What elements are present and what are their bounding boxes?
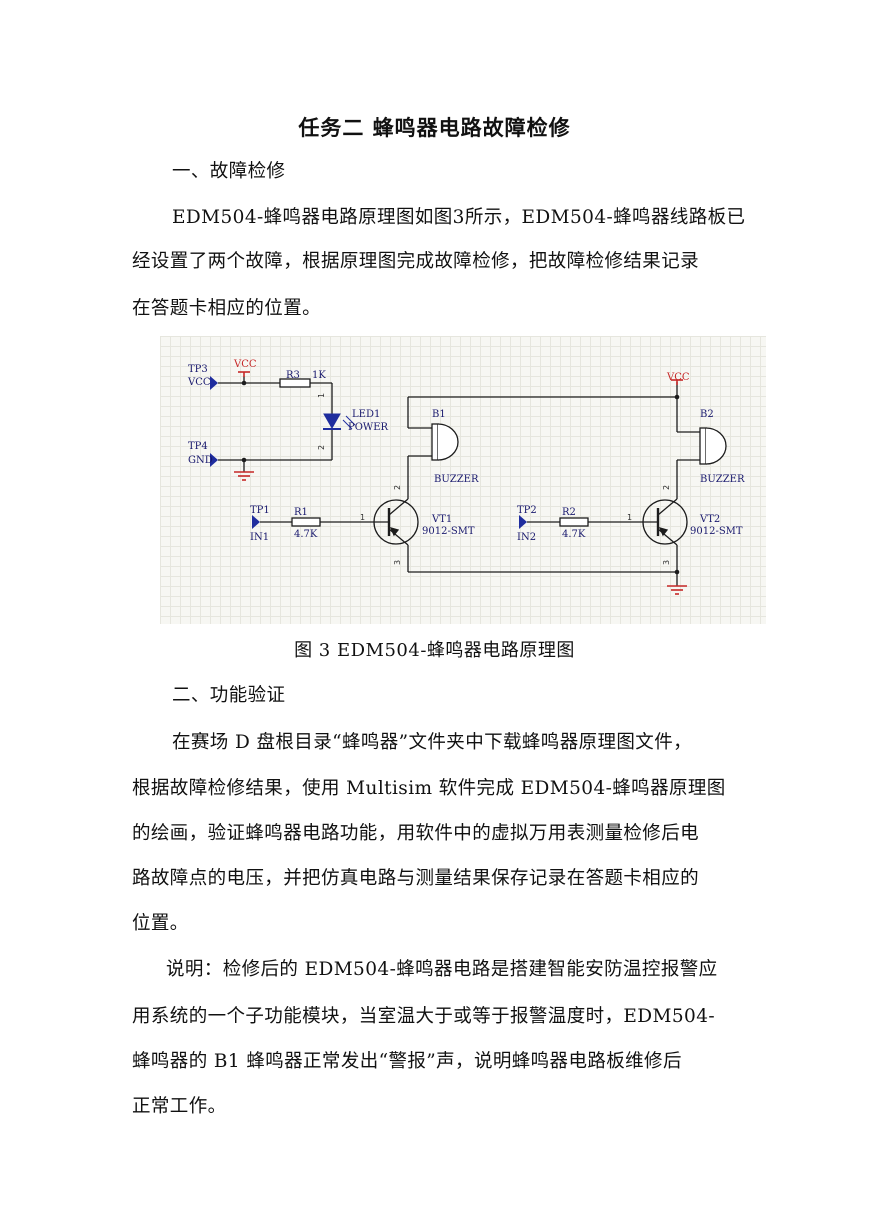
tp4-flag <box>210 453 218 467</box>
b2-label: B2 <box>700 409 714 420</box>
b1-dome <box>437 423 459 461</box>
b1-label: B1 <box>432 409 446 420</box>
r1-value: 4.7K <box>294 529 318 540</box>
section2-heading: 二、功能验证 <box>172 685 286 706</box>
r3-value: 1K <box>312 370 326 381</box>
vt2-type: 9012-SMT <box>690 526 743 537</box>
tp2-net-label: IN2 <box>517 532 536 543</box>
tp3-label: TP3 <box>188 364 208 375</box>
figure-caption: 图 3 EDM504-蜂鸣器电路原理图 <box>294 640 575 661</box>
r1-body <box>291 517 321 527</box>
tp1-label: TP1 <box>250 505 270 516</box>
note-line-1: 说明：检修后的 EDM504-蜂鸣器电路是搭建智能安防温控报警应 <box>166 959 718 980</box>
note-line-2: 用系统的一个子功能模块，当室温大于或等于报警温度时，EDM504- <box>132 1006 716 1027</box>
resistors <box>279 378 589 527</box>
r3-body <box>279 378 311 388</box>
vt2-pin1: 1 <box>627 513 632 522</box>
section2-line-1: 在赛场 D 盘根目录“蜂鸣器”文件夹中下载蜂鸣器原理图文件， <box>172 732 693 753</box>
wires <box>218 376 700 586</box>
vt1-type: 9012-SMT <box>422 526 475 537</box>
tp4-net-label: GND <box>188 455 213 466</box>
vt2-pin3: 3 <box>662 560 671 565</box>
led1-label: LED1 <box>352 409 380 420</box>
tp3-flag <box>210 376 218 390</box>
vt2-symbol <box>640 498 688 546</box>
led1-power-label: POWER <box>348 422 389 433</box>
r1-label: R1 <box>294 507 308 518</box>
power-ports <box>234 371 687 595</box>
junction-gnd-left <box>241 457 247 463</box>
tp2-label: TP2 <box>517 505 537 516</box>
section1-heading: 一、故障检修 <box>172 161 286 182</box>
r2-value: 4.7K <box>562 529 586 540</box>
tp3-net-label: VCC <box>187 377 211 388</box>
vcc-left-label: VCC <box>233 359 257 370</box>
junction-bottom-right <box>674 569 680 575</box>
vt1-pin1: 1 <box>360 513 365 522</box>
vt2-label: VT2 <box>699 514 720 525</box>
led1-pin2: 2 <box>317 445 326 450</box>
schematic-svg: TP3 VCC TP4 GND VCC VCC R3 1K LED1 POWER… <box>187 359 745 595</box>
r3-label: R3 <box>286 370 300 381</box>
b1-body <box>431 423 439 461</box>
led1-symbol <box>323 413 356 430</box>
section2-line-3: 的绘画，验证蜂鸣器电路功能，用软件中的虚拟万用表测量检修后电 <box>132 823 700 844</box>
buzzer-schematic-figure: TP3 VCC TP4 GND VCC VCC R3 1K LED1 POWER… <box>160 336 766 624</box>
test-point-flags <box>210 376 527 529</box>
r2-label: R2 <box>562 507 576 518</box>
r2-body <box>559 517 589 527</box>
r3-pin1: 1 <box>317 393 326 398</box>
section2-line-2: 根据故障检修结果，使用 Multisim 软件完成 EDM504-蜂鸣器原理图 <box>132 778 726 799</box>
section1-line-3: 在答题卡相应的位置。 <box>132 298 322 319</box>
section2-line-4: 路故障点的电压，并把仿真电路与测量结果保存记录在答题卡相应的 <box>132 868 700 889</box>
vt1-pin3: 3 <box>393 560 402 565</box>
b1-type: BUZZER <box>434 474 479 485</box>
junction-vcc-left <box>241 380 247 386</box>
tp1-net-label: IN1 <box>250 532 269 543</box>
junction-top-right <box>674 394 680 400</box>
tp1-flag <box>252 515 260 529</box>
b2-dome <box>705 427 727 465</box>
buzzers <box>431 423 727 465</box>
vt1-symbol <box>372 498 419 546</box>
section2-line-5: 位置。 <box>132 913 189 934</box>
page-title: 任务二 蜂鸣器电路故障检修 <box>298 116 571 140</box>
tp2-flag <box>519 515 527 529</box>
vt2-pin2: 2 <box>662 485 671 490</box>
b2-type: BUZZER <box>700 474 745 485</box>
vt1-label: VT1 <box>431 514 452 525</box>
note-line-4: 正常工作。 <box>132 1096 227 1117</box>
b2-body <box>699 427 707 465</box>
note-line-3: 蜂鸣器的 B1 蜂鸣器正常发出“警报”声，说明蜂鸣器电路板维修后 <box>132 1051 682 1072</box>
vcc-right-label: VCC <box>666 372 690 383</box>
section1-line-2: 经设置了两个故障，根据原理图完成故障检修，把故障检修结果记录 <box>132 251 700 272</box>
vt1-pin2: 2 <box>393 485 402 490</box>
section1-line-1: EDM504-蜂鸣器电路原理图如图3所示，EDM504-蜂鸣器线路板已 <box>172 207 746 228</box>
junctions <box>241 380 680 575</box>
tp4-label: TP4 <box>188 441 208 452</box>
